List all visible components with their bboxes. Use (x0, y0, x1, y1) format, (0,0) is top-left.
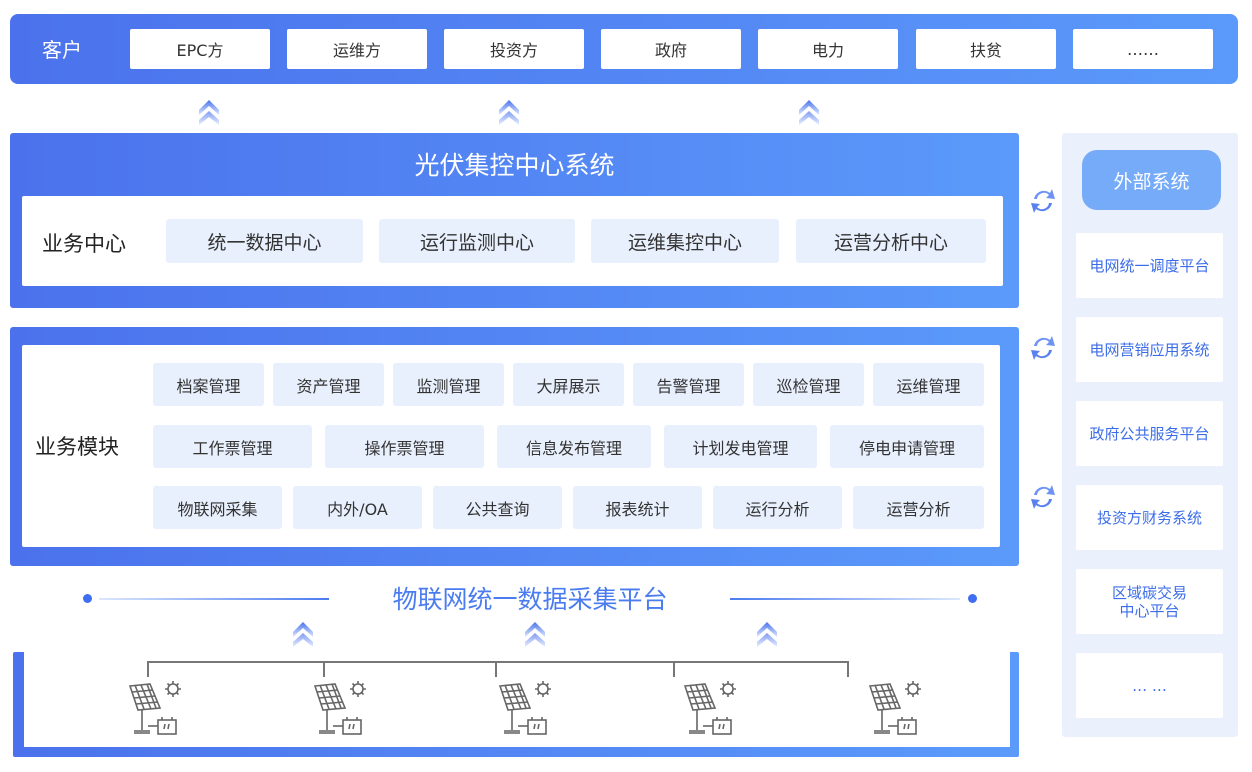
external-system-item: 电网统一调度平台 (1076, 233, 1223, 298)
iot-dot-left (83, 594, 92, 603)
module-item: 运维管理 (873, 363, 984, 406)
customer-item: 运维方 (287, 29, 427, 69)
bus-line (147, 661, 849, 663)
iot-dot-right (968, 594, 977, 603)
business-center-item: 统一数据中心 (166, 219, 363, 263)
up-chevron-icon (523, 620, 547, 648)
module-item: 物联网采集 (153, 486, 282, 529)
customer-item: EPC方 (130, 29, 270, 69)
solar-panel-battery-icon (683, 680, 743, 740)
customer-item: …… (1073, 29, 1213, 69)
module-item: 巡检管理 (753, 363, 864, 406)
up-chevron-icon (755, 620, 779, 648)
solar-panel-battery-icon (128, 680, 188, 740)
iot-title: 物联网统一数据采集平台 (392, 585, 668, 614)
up-chevron-icon (291, 620, 315, 648)
up-chevron-icon (797, 98, 821, 126)
external-system-item: 区域碳交易 中心平台 (1076, 569, 1223, 634)
solar-panel-battery-icon (313, 680, 373, 740)
external-title: 外部系统 (1082, 150, 1221, 210)
bus-drop (673, 661, 675, 677)
external-system-item: 投资方财务系统 (1076, 485, 1223, 550)
up-chevron-icon (497, 98, 521, 126)
external-system-item: 电网营销应用系统 (1076, 317, 1223, 382)
bus-drop (495, 661, 497, 677)
iot-line-left (99, 598, 329, 600)
module-item: 计划发电管理 (664, 425, 817, 468)
customer-item: 政府 (601, 29, 741, 69)
business-center-item: 运行监测中心 (379, 219, 575, 263)
sync-arrows-icon (1028, 482, 1058, 512)
sync-arrows-icon (1028, 333, 1058, 363)
module-item: 内外/OA (293, 486, 422, 529)
module-item: 监测管理 (393, 363, 504, 406)
module-item: 大屏展示 (513, 363, 624, 406)
external-system-item: 政府公共服务平台 (1076, 401, 1223, 466)
customer-item: 投资方 (444, 29, 584, 69)
customer-item: 扶贫 (916, 29, 1056, 69)
external-system-item: … … (1076, 653, 1223, 718)
module-item: 工作票管理 (153, 425, 312, 468)
iot-line-right (730, 598, 960, 600)
module-item: 告警管理 (633, 363, 744, 406)
business-modules-label: 业务模块 (35, 435, 119, 459)
system-title: 光伏集控中心系统 (414, 151, 615, 180)
up-chevron-icon (197, 98, 221, 126)
module-item: 资产管理 (273, 363, 384, 406)
bus-drop (323, 661, 325, 677)
bus-drop (147, 661, 149, 677)
business-center-label: 业务中心 (42, 232, 126, 256)
module-item: 操作票管理 (325, 425, 484, 468)
customers-label: 客户 (42, 38, 82, 62)
module-item: 报表统计 (573, 486, 702, 529)
business-center-item: 运营分析中心 (796, 219, 986, 263)
module-item: 公共查询 (433, 486, 562, 529)
sync-arrows-icon (1028, 186, 1058, 216)
module-item: 档案管理 (153, 363, 264, 406)
module-item: 运营分析 (853, 486, 984, 529)
solar-panel-battery-icon (868, 680, 928, 740)
module-item: 运行分析 (713, 486, 842, 529)
solar-panel-battery-icon (498, 680, 558, 740)
module-item: 信息发布管理 (497, 425, 651, 468)
business-center-item: 运维集控中心 (591, 219, 779, 263)
module-item: 停电申请管理 (830, 425, 984, 468)
bus-drop (847, 661, 849, 677)
customer-item: 电力 (758, 29, 898, 69)
